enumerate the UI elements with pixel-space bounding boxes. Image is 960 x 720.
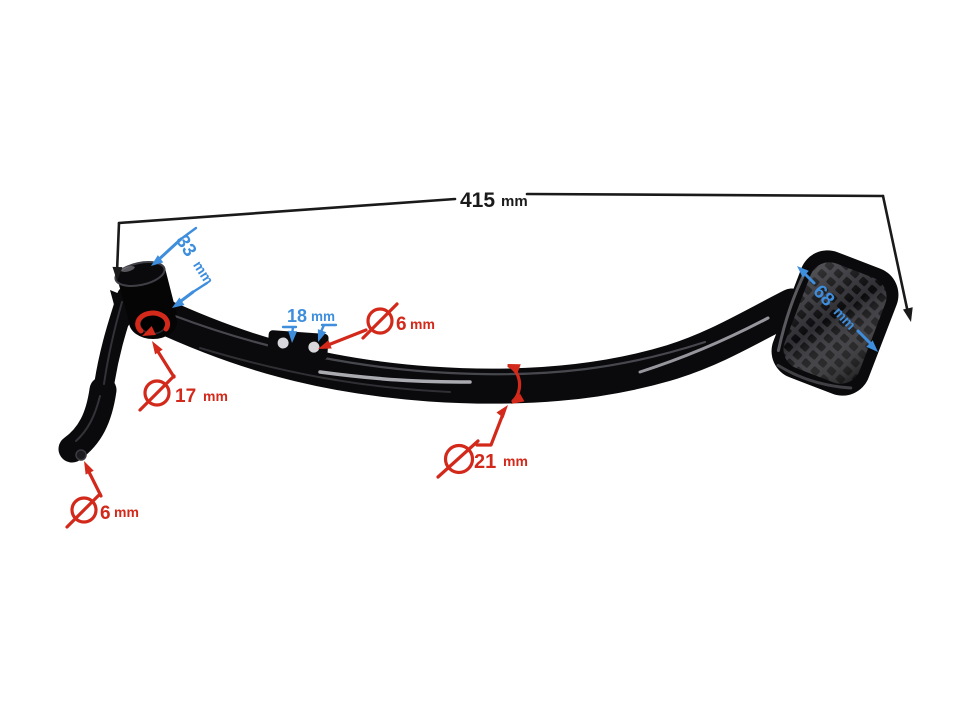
diameter-icon xyxy=(65,492,102,529)
diameter-slash xyxy=(436,439,480,479)
dimension-leg-right xyxy=(881,194,910,315)
diameter-icon xyxy=(436,439,480,479)
extension-tick xyxy=(191,281,209,294)
dimension-line-right xyxy=(525,192,885,198)
leader-arrow xyxy=(475,412,505,447)
kick-arm-highlight xyxy=(103,301,123,385)
arrowhead-icon xyxy=(511,393,525,404)
diameter-circle xyxy=(143,379,171,407)
dimension-value: 21 xyxy=(474,451,496,473)
dimension-value: 17 xyxy=(175,386,196,407)
diameter-circle xyxy=(443,443,475,475)
extension-tick xyxy=(179,226,198,241)
arrowhead-icon xyxy=(317,329,327,342)
bracket-hole-right xyxy=(308,341,320,353)
pedal-tube xyxy=(140,288,810,404)
dim-overall-length: 415 mm xyxy=(112,189,913,322)
dimension-unit: mm xyxy=(501,193,528,210)
arrowhead-icon xyxy=(152,341,163,355)
dimension-unit: mm xyxy=(190,258,217,288)
leader-arrow xyxy=(155,348,176,379)
diameter-icon xyxy=(138,374,176,412)
diameter-slash xyxy=(138,374,176,412)
dim-bracket-hole-diameter: 6 mm xyxy=(318,302,435,349)
dimension-unit: mm xyxy=(311,309,335,324)
diameter-slash xyxy=(361,302,399,340)
arrowhead-icon xyxy=(866,340,878,352)
diameter-circle xyxy=(70,496,98,524)
dim-pivot-bore-diameter: 17 mm xyxy=(135,310,228,412)
pad-bottom-sheen xyxy=(776,363,853,390)
dimension-unit: mm xyxy=(410,316,435,332)
leader-arrow xyxy=(326,328,368,347)
tube-top-highlight xyxy=(173,314,707,376)
arrowhead-icon xyxy=(288,330,298,343)
mounting-bracket xyxy=(267,330,329,360)
arrowhead-icon xyxy=(507,364,521,373)
dimension-unit: mm xyxy=(503,453,528,469)
arrowhead-icon xyxy=(172,297,185,308)
arrowhead-icon xyxy=(902,307,913,322)
pad-left-sheen xyxy=(776,269,808,353)
arrowhead-icon xyxy=(318,340,332,349)
arrowhead-icon xyxy=(142,325,156,336)
tube-glint-left xyxy=(318,370,472,384)
tube-seam xyxy=(199,347,451,393)
dimension-line-left xyxy=(117,197,457,225)
arrowhead-icon xyxy=(797,266,809,278)
rotated-label: 33 mm xyxy=(171,231,217,288)
arrowhead-icon xyxy=(84,461,94,475)
arrowhead-icon xyxy=(151,255,164,266)
dimension-leg-left xyxy=(115,221,121,274)
pivot-boss xyxy=(114,261,177,339)
leader-arrow xyxy=(87,470,103,498)
boss-glint xyxy=(121,266,135,272)
dimension-value: 18 xyxy=(287,306,307,326)
dim-arm-hole-diameter: 6 mm xyxy=(65,461,139,529)
tube-glint-right xyxy=(638,316,770,374)
dimension-unit: mm xyxy=(203,388,228,404)
pedal-pad xyxy=(771,250,899,396)
dimension-unit: mm xyxy=(114,504,139,520)
dim-tube-diameter: 21 mm xyxy=(436,364,528,479)
diameter-icon xyxy=(361,302,399,340)
diameter-circle xyxy=(366,307,394,335)
arrowhead-icon xyxy=(496,405,508,419)
kick-arm-foot xyxy=(58,376,117,463)
dimension-value: 415 xyxy=(460,189,495,212)
dimension-value: 6 xyxy=(396,314,407,335)
foot-highlight xyxy=(75,395,101,442)
dimension-value: 33 xyxy=(171,231,200,260)
arrowhead-icon xyxy=(112,266,123,281)
rotation-arrow-icon xyxy=(135,310,171,334)
dimension-value: 6 xyxy=(100,503,111,524)
arm-end-hole xyxy=(75,449,87,461)
dim-bracket-spacing: 18 mm xyxy=(281,306,338,343)
diameter-slash xyxy=(65,492,102,529)
bracket-hole-left xyxy=(277,337,289,349)
pad-shading xyxy=(783,262,887,384)
leader-arrow xyxy=(154,237,183,264)
